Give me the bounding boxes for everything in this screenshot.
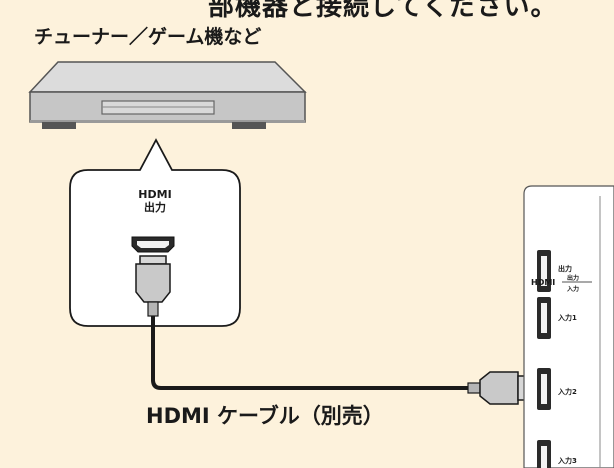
panel-hdmi-label: HDMI: [531, 278, 556, 287]
panel-hdmi-top: 出力: [567, 275, 580, 282]
port-input3-icon: [537, 440, 551, 468]
hdmi-plug-right-icon: [467, 371, 527, 405]
callout-line1: HDMI: [138, 188, 172, 201]
panel-hdmi-bottom: 入力: [567, 286, 580, 293]
port-output-label: 出力: [558, 265, 572, 273]
port-input1-icon: [537, 297, 551, 339]
device-label: チューナー／ゲーム機など: [34, 26, 262, 48]
cable-label: HDMI ケーブル（別売）: [146, 404, 384, 428]
hdmi-output-callout: [69, 138, 241, 327]
port-input2-label: 入力2: [558, 388, 577, 396]
port-input3-label: 入力3: [558, 457, 577, 465]
page-heading: 部機器と接続してください。: [208, 0, 558, 22]
port-input2-icon: [537, 368, 551, 410]
callout-line2: 出力: [144, 201, 166, 214]
hdmi-port-icon: [131, 236, 175, 253]
callout-label: HDMI 出力: [70, 188, 240, 214]
tuner-device-icon: [28, 61, 307, 129]
hdmi-cable: [151, 316, 470, 390]
hdmi-plug-icon: [135, 255, 171, 317]
port-input1-label: 入力1: [558, 314, 577, 322]
port-output-icon: [537, 250, 551, 292]
